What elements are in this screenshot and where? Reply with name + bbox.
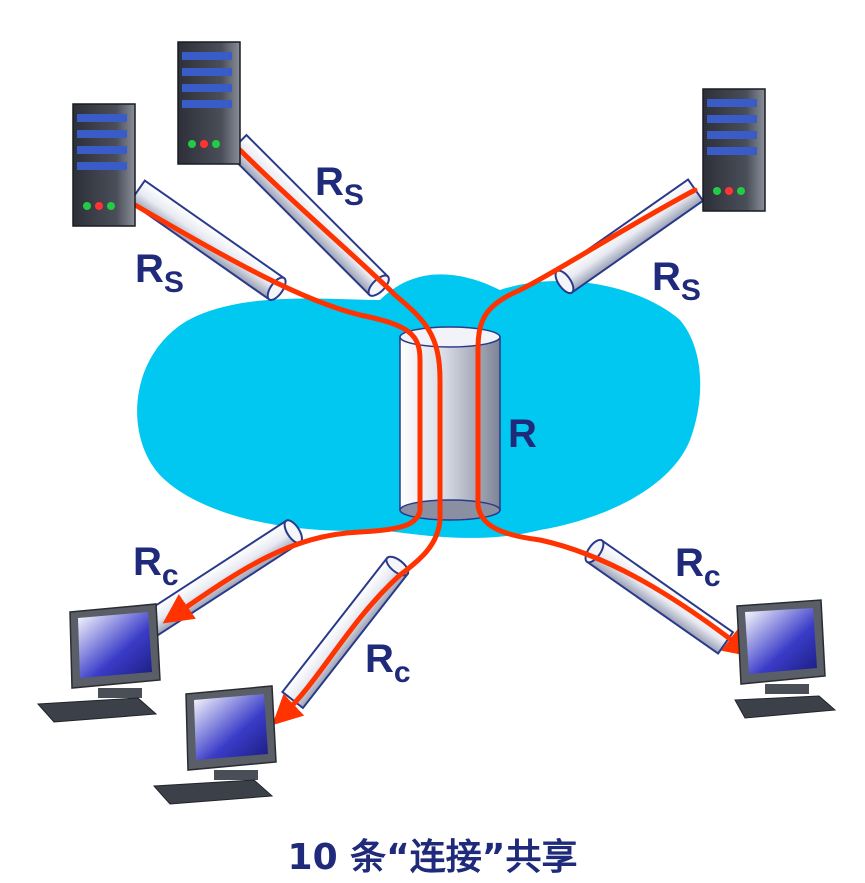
- label-rs-middle: RS: [315, 160, 364, 212]
- diagram-caption: 10 条“连接”共享: [287, 837, 578, 878]
- flow-lines: [132, 147, 754, 726]
- flow-line-server-middle: [237, 147, 443, 726]
- server-right: [702, 88, 766, 212]
- label-rs-left: RS: [135, 247, 184, 299]
- label-rc-middle: Rc: [365, 637, 411, 689]
- bottleneck-link-cylinder: [399, 326, 501, 521]
- flow-line-server-right: [475, 187, 754, 658]
- label-r-bottleneck: R: [508, 412, 537, 456]
- label-rc-left: Rc: [133, 540, 179, 592]
- server-middle: [177, 41, 241, 165]
- client-link-pipe-right: [584, 538, 735, 655]
- flow-line-server-left: [132, 202, 423, 624]
- client-link-pipe-middle: [281, 555, 410, 710]
- client-computer-left: [36, 603, 161, 723]
- client-computer-right: [734, 599, 837, 719]
- server-left: [72, 103, 136, 227]
- client-computer-middle: [152, 685, 277, 805]
- label-rs-right: RS: [652, 255, 701, 307]
- label-rc-right: Rc: [675, 541, 721, 593]
